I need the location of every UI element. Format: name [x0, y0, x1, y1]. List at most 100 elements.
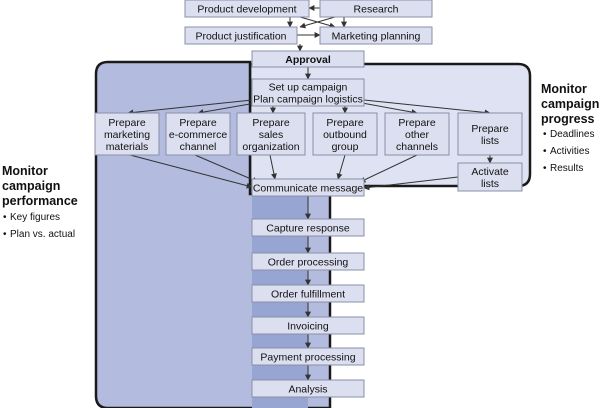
- bullet-icon: •: [3, 212, 7, 223]
- step-label-line: Invoicing: [287, 321, 329, 333]
- step-box: [457, 112, 523, 156]
- step-box: [251, 50, 365, 68]
- connector-arrow: [194, 154, 259, 183]
- step-label-line: Product justification: [195, 31, 286, 43]
- step-label-line: other: [405, 129, 429, 141]
- step-order-fulfillment: Order fulfillment: [251, 284, 365, 303]
- step-label-line: materials: [106, 141, 149, 153]
- step-box: [251, 78, 365, 107]
- step-label-line: Product development: [197, 4, 296, 16]
- step-box: [184, 26, 298, 45]
- connector-arrow: [299, 16, 336, 29]
- step-label-line: Order processing: [268, 257, 349, 269]
- monitor-progress-panel: Monitor campaign progress • Deadlines • …: [541, 82, 599, 174]
- step-label-line: Prepare: [108, 117, 146, 129]
- step-label-line: channels: [396, 141, 438, 153]
- step-box: [251, 379, 365, 398]
- connector-arrow: [363, 176, 459, 191]
- step-invoicing: Invoicing: [251, 316, 365, 335]
- step-box: [319, 26, 433, 45]
- step-label-line: Communicate message: [253, 183, 363, 195]
- step-research: Research: [319, 0, 433, 18]
- step-box: [384, 112, 450, 156]
- step-label-line: Prepare: [179, 117, 217, 129]
- bullet-icon: •: [3, 229, 7, 240]
- step-label-line: Prepare: [326, 117, 364, 129]
- monitor-progress-bullet: Results: [550, 163, 583, 174]
- step-box: [251, 218, 365, 237]
- connector-arrows: [127, 5, 493, 381]
- step-label-line: Prepare: [398, 117, 436, 129]
- step-box: [94, 112, 160, 156]
- step-box: [251, 252, 365, 271]
- step-label-line: Order fulfillment: [271, 289, 345, 301]
- step-label-line: Activate: [471, 166, 509, 178]
- monitor-performance-title-line-2: campaign: [2, 179, 60, 193]
- monitor-performance-title-line-3: performance: [2, 194, 78, 208]
- step-box: [319, 0, 433, 18]
- monitor-performance-bullet: Plan vs. actual: [10, 229, 75, 240]
- monitor-performance-panel: Monitor campaign performance • Key figur…: [2, 164, 78, 240]
- step-label-line: e-commerce: [169, 129, 228, 141]
- step-box: [251, 284, 365, 303]
- step-analysis: Analysis: [251, 379, 365, 398]
- bullet-icon: •: [543, 146, 547, 157]
- connector-arrow: [359, 154, 418, 183]
- step-label-line: Set up campaign: [269, 82, 348, 94]
- monitor-progress-bullet: Activities: [550, 146, 589, 157]
- step-label-line: lists: [481, 178, 499, 190]
- connector-arrow: [269, 154, 277, 180]
- step-label-line: Marketing planning: [332, 31, 421, 43]
- connector-arrow: [127, 99, 253, 116]
- connector-arrow: [336, 154, 346, 180]
- monitor-performance-bullet: Key figures: [10, 212, 60, 223]
- step-box: [251, 178, 365, 197]
- step-order-processing: Order processing: [251, 252, 365, 271]
- step-label-line: group: [332, 141, 359, 153]
- step-box: [251, 347, 365, 366]
- connector-arrow: [197, 102, 257, 116]
- bullet-icon: •: [543, 129, 547, 140]
- step-label-line: Plan campaign logistics: [253, 94, 363, 106]
- step-capture-response: Capture response: [251, 218, 365, 237]
- monitor-progress-title-line-2: campaign: [541, 97, 599, 111]
- connector-arrow: [129, 154, 253, 189]
- step-box: [184, 0, 310, 18]
- step-box: [312, 112, 378, 156]
- connector-arrow: [363, 99, 491, 116]
- step-label-line: Research: [354, 4, 399, 16]
- step-label-line: sales: [259, 129, 284, 141]
- step-product-justification: Product justification: [184, 26, 298, 45]
- step-box: [457, 162, 523, 192]
- step-approval: Approval: [251, 50, 365, 68]
- step-label-line: Prepare: [471, 123, 509, 135]
- monitor-performance-title-line-1: Monitor: [2, 164, 48, 178]
- step-product-development: Product development: [184, 0, 310, 18]
- step-label-line: marketing: [104, 129, 150, 141]
- step-label-line: lists: [481, 135, 499, 147]
- step-label-line: Capture response: [266, 223, 350, 235]
- step-label-line: organization: [242, 141, 299, 153]
- step-label-line: Prepare: [252, 117, 290, 129]
- step-box: [251, 316, 365, 335]
- monitor-progress-bullet: Deadlines: [550, 129, 594, 140]
- step-label-line: Approval: [285, 54, 331, 66]
- step-communicate-message: Communicate message: [251, 178, 365, 197]
- connector-arrow: [361, 102, 418, 115]
- step-marketing-planning: Marketing planning: [319, 26, 433, 45]
- step-label-line: Analysis: [288, 384, 327, 396]
- monitor-progress-title-line-1: Monitor: [541, 82, 587, 96]
- step-box: [236, 112, 306, 156]
- monitor-progress-title-line-3: progress: [541, 112, 595, 126]
- bullet-icon: •: [543, 163, 547, 174]
- step-label-line: channel: [180, 141, 217, 153]
